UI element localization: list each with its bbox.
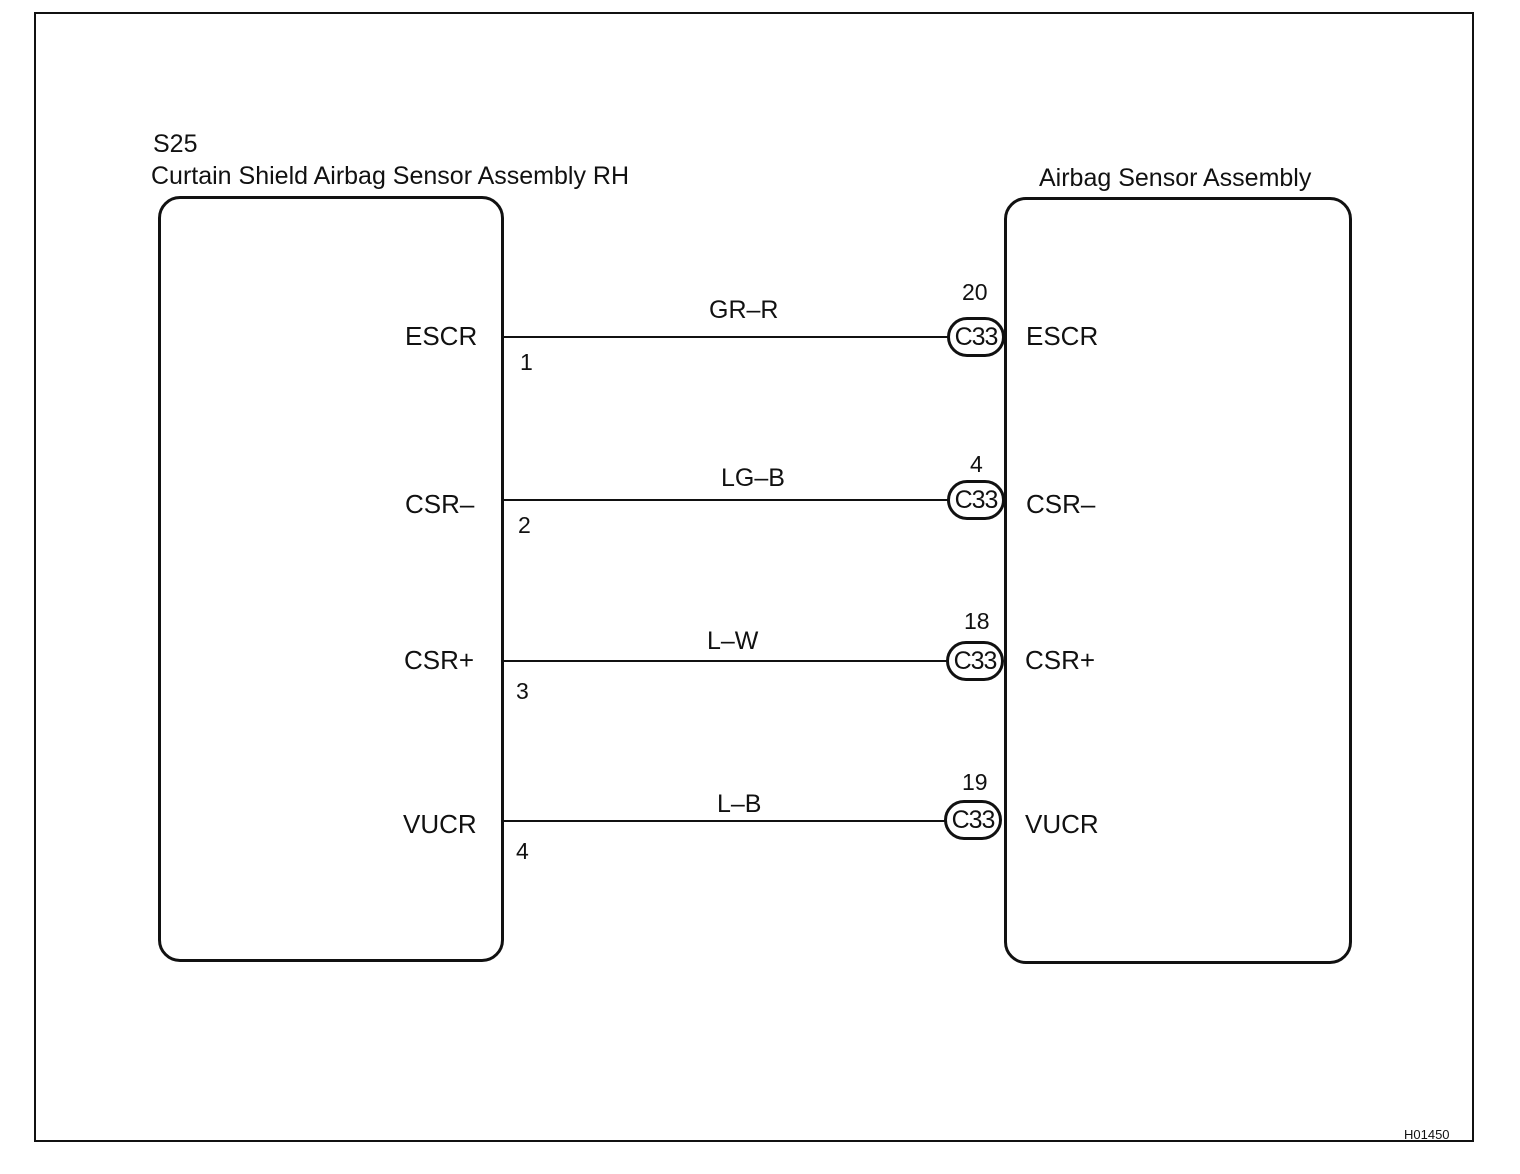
- left-component-name: Curtain Shield Airbag Sensor Assembly RH: [151, 162, 630, 190]
- right-pin-number: 18: [964, 608, 990, 634]
- left-pin-number: 4: [516, 838, 529, 864]
- connector-badge: C33: [947, 317, 1005, 357]
- left-component-code: S25: [153, 130, 198, 158]
- left-terminal-label: ESCR: [405, 321, 478, 351]
- connector-badge: C33: [944, 800, 1002, 840]
- figure-code: H01450: [1404, 1127, 1450, 1142]
- left-terminal-label: VUCR: [403, 809, 477, 839]
- right-pin-number: 19: [962, 769, 988, 795]
- wire-csr-minus: [504, 499, 950, 501]
- wire-csr-plus: [504, 660, 950, 662]
- diagram-frame: [34, 12, 1474, 1142]
- wire-vucr: [502, 820, 948, 822]
- left-pin-number: 2: [518, 512, 531, 538]
- wire-color-label: L–B: [717, 790, 762, 818]
- connector-badge: C33: [947, 480, 1005, 520]
- right-component-name: Airbag Sensor Assembly: [1039, 164, 1312, 192]
- right-terminal-label: ESCR: [1026, 321, 1099, 351]
- left-pin-number: 3: [516, 678, 529, 704]
- wire-color-label: GR–R: [709, 296, 779, 324]
- right-terminal-label: CSR–: [1026, 489, 1096, 519]
- wire-escr: [504, 336, 950, 338]
- right-terminal-label: CSR+: [1025, 645, 1096, 675]
- right-component-box: [1004, 197, 1352, 964]
- wire-color-label: L–W: [707, 627, 759, 655]
- left-terminal-label: CSR–: [405, 489, 475, 519]
- right-pin-number: 20: [962, 279, 988, 305]
- left-terminal-label: CSR+: [404, 645, 475, 675]
- connector-badge: C33: [946, 641, 1004, 681]
- left-component-box: [158, 196, 504, 962]
- right-terminal-label: VUCR: [1025, 809, 1099, 839]
- wire-color-label: LG–B: [721, 464, 785, 492]
- left-pin-number: 1: [520, 349, 533, 375]
- right-pin-number: 4: [970, 451, 983, 477]
